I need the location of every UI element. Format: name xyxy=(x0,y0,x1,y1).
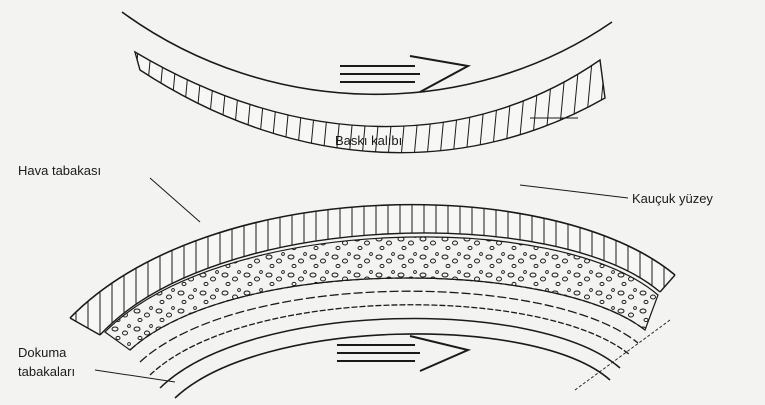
leader-fabric-layers xyxy=(95,370,175,382)
label-fabric-layers-line2: tabakaları xyxy=(18,364,75,380)
leader-rubber-surface xyxy=(520,185,628,198)
label-fabric-layers-line1: Dokuma xyxy=(18,345,66,361)
motion-arrow-icon xyxy=(337,336,468,371)
label-rubber-surface: Kauçuk yüzey xyxy=(632,191,713,207)
motion-arrow-icon xyxy=(340,56,468,92)
label-print-plate: Baskı kalıbı xyxy=(335,133,402,149)
leader-air-layer xyxy=(150,178,200,222)
print-plate-layer xyxy=(86,40,633,190)
label-air-layer: Hava tabakası xyxy=(18,163,101,179)
